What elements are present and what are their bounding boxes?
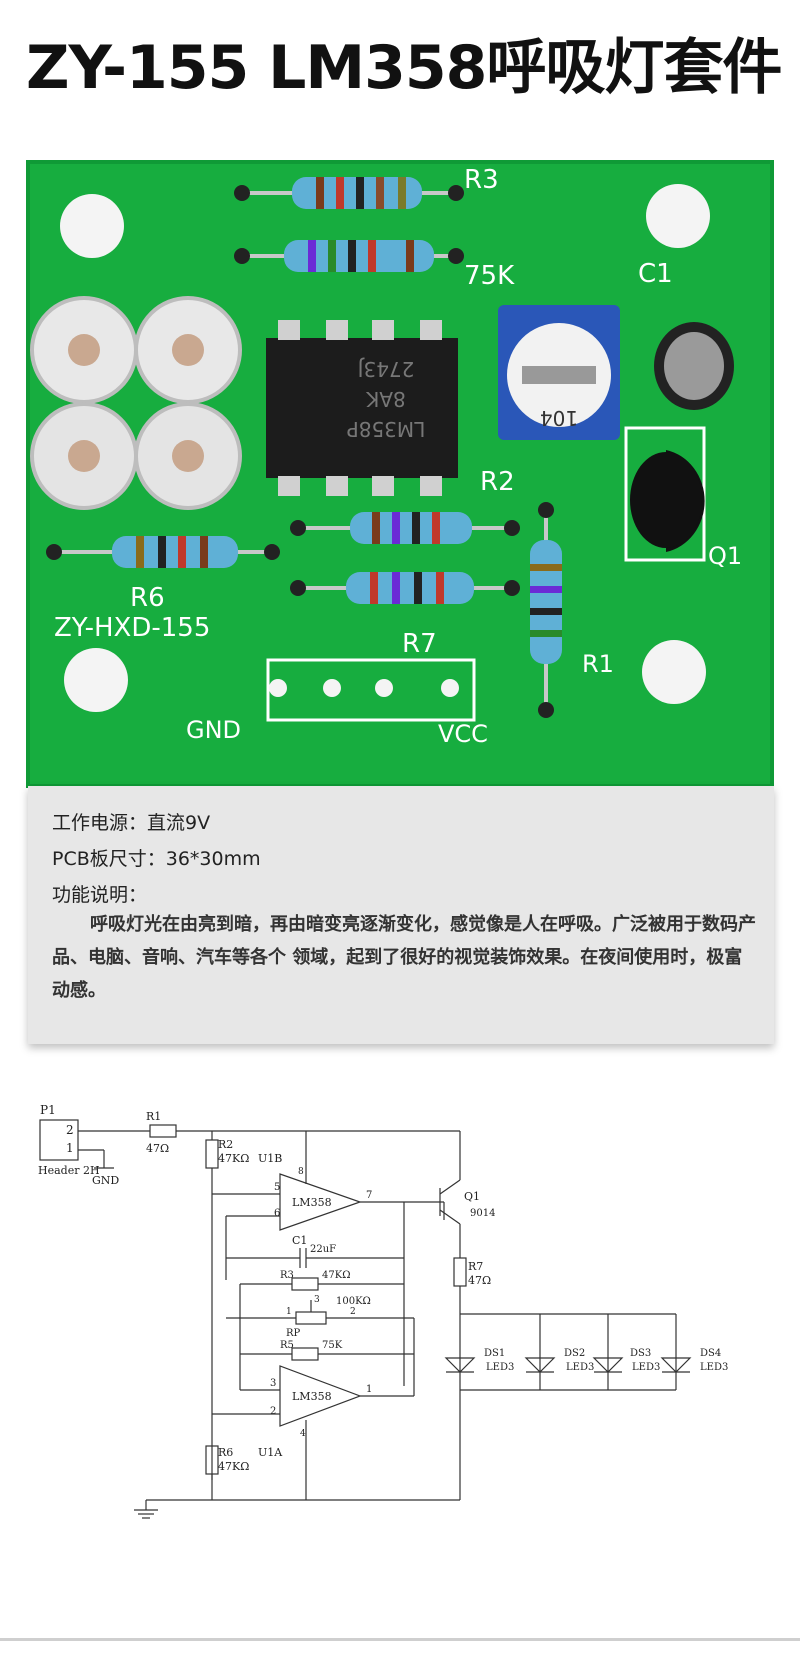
sch-r7 bbox=[453, 1257, 467, 1287]
sch-ds2: DS2 bbox=[564, 1348, 585, 1359]
sch-p1-pin2: 2 bbox=[66, 1123, 74, 1137]
resistor-r7 bbox=[298, 512, 512, 544]
sch-r3-value: 47KΩ bbox=[322, 1270, 351, 1281]
pot-code: 104 bbox=[540, 406, 578, 430]
sch-r7-label: R7 bbox=[468, 1260, 483, 1273]
resistor-r6 bbox=[54, 536, 272, 568]
sch-u1b-p7: 7 bbox=[366, 1190, 372, 1201]
pcb-label-r7: R7 bbox=[402, 629, 437, 659]
sch-u1a: U1A bbox=[258, 1446, 283, 1459]
sch-u1b-p6: 6 bbox=[274, 1208, 280, 1219]
ic-text-lm358p: LM358P bbox=[347, 417, 426, 441]
ic-text-8ak: 8AK bbox=[365, 387, 405, 411]
sch-rp-pin3: 3 bbox=[314, 1295, 320, 1305]
sch-gnd: GND bbox=[92, 1174, 119, 1187]
pcb-label-gnd: GND bbox=[186, 716, 241, 744]
sch-r2-value: 47KΩ bbox=[218, 1152, 249, 1165]
sch-led-row bbox=[444, 1314, 692, 1500]
sch-ds1: DS1 bbox=[484, 1348, 505, 1359]
sch-u1a-p3: 3 bbox=[270, 1378, 276, 1389]
sch-q1: Q1 bbox=[464, 1190, 480, 1203]
sch-rp-pin1: 1 bbox=[286, 1307, 292, 1317]
sch-u1b-name: LM358 bbox=[292, 1196, 332, 1209]
sch-r6-value: 47KΩ bbox=[218, 1460, 249, 1473]
mount-hole bbox=[64, 648, 128, 712]
pcb-label-r3: R3 bbox=[464, 165, 499, 195]
header-p1-box bbox=[39, 1119, 79, 1161]
sch-ds4-led: LED3 bbox=[700, 1362, 728, 1373]
resistor-r1 bbox=[530, 510, 562, 710]
resistor-75k bbox=[242, 240, 456, 272]
mount-hole bbox=[60, 194, 124, 258]
sch-rp-value: 100KΩ bbox=[336, 1296, 371, 1307]
sch-opamp-u1a bbox=[279, 1365, 362, 1427]
sch-r6-label: R6 bbox=[218, 1446, 233, 1459]
sch-opamp-u1b bbox=[279, 1173, 362, 1231]
sch-r1-label: R1 bbox=[146, 1110, 161, 1123]
sch-r7-value: 47Ω bbox=[468, 1274, 491, 1287]
sch-u1a-p4: 4 bbox=[300, 1429, 306, 1439]
power-spec: 工作电源：直流9V bbox=[52, 812, 211, 834]
sch-u1a-p1: 1 bbox=[366, 1384, 372, 1395]
sch-r3 bbox=[291, 1277, 319, 1291]
circuit-schematic: P1 2 1 Header 2H GND R1 47Ω R2 47KΩ U1B … bbox=[38, 1103, 728, 1519]
sch-r2-label: R2 bbox=[218, 1138, 233, 1151]
resistor-middle bbox=[298, 572, 512, 604]
sch-p1-pin1: 1 bbox=[66, 1141, 74, 1155]
sch-r2 bbox=[205, 1139, 219, 1169]
mount-hole bbox=[642, 640, 706, 704]
sch-r3-label: R3 bbox=[280, 1270, 294, 1281]
sch-rp bbox=[295, 1311, 327, 1325]
pcb-label-r2: R2 bbox=[480, 467, 515, 497]
mount-hole bbox=[646, 184, 710, 248]
sch-r5 bbox=[291, 1347, 319, 1361]
pcb-board-name: ZY-HXD-155 bbox=[54, 613, 210, 643]
sch-ds2-led: LED3 bbox=[566, 1362, 594, 1373]
capacitor-c1 bbox=[654, 322, 734, 410]
info-panel: 工作电源：直流9V PCB板尺寸：36*30mm 功能说明： 呼吸灯光在由亮到暗… bbox=[28, 786, 774, 1044]
potentiometer: 104 bbox=[498, 305, 620, 440]
sch-u1a-p2: 2 bbox=[270, 1406, 276, 1417]
sch-u1a-name: LM358 bbox=[292, 1390, 332, 1403]
sch-rp-pin2: 2 bbox=[350, 1307, 356, 1317]
sch-r5-value: 75K bbox=[322, 1340, 343, 1351]
pcb-label-c1: C1 bbox=[638, 259, 673, 289]
sch-rp-label: RP bbox=[286, 1328, 301, 1339]
pcb-label-75k: 75K bbox=[464, 261, 515, 291]
pcb-board-image: R3 75K C1 2743J 8AK LM358P 104 R2 Q1 bbox=[26, 160, 774, 788]
function-heading: 功能说明： bbox=[52, 884, 148, 906]
sch-ds3-led: LED3 bbox=[632, 1362, 660, 1373]
header-outline bbox=[266, 658, 476, 722]
sch-r1 bbox=[149, 1124, 177, 1138]
pcb-label-r1: R1 bbox=[582, 650, 614, 678]
size-spec: PCB板尺寸：36*30mm bbox=[52, 848, 261, 870]
sch-ds1-led: LED3 bbox=[486, 1362, 514, 1373]
sch-u1b-p8: 8 bbox=[298, 1167, 304, 1177]
sch-ds3: DS3 bbox=[630, 1348, 651, 1359]
sch-r5-label: R5 bbox=[280, 1340, 294, 1351]
sch-r1-value: 47Ω bbox=[146, 1142, 169, 1155]
sch-c1-value: 22uF bbox=[310, 1244, 336, 1255]
transistor-q1 bbox=[624, 426, 706, 562]
page-title: ZY-155 LM358呼吸灯套件 bbox=[26, 33, 782, 103]
pcb-label-q1: Q1 bbox=[708, 542, 742, 570]
resistor-r3 bbox=[242, 177, 456, 209]
sch-c1: C1 bbox=[292, 1234, 307, 1247]
sch-u1b-p5: 5 bbox=[274, 1182, 280, 1193]
led-cluster bbox=[30, 296, 242, 510]
sch-header: Header 2H bbox=[38, 1164, 100, 1177]
sch-u1b: U1B bbox=[258, 1152, 282, 1165]
sch-q1-value: 9014 bbox=[470, 1208, 495, 1219]
ic-lm358: 2743J 8AK LM358P bbox=[266, 320, 458, 496]
bottom-divider bbox=[0, 1638, 800, 1641]
pcb-label-vcc: VCC bbox=[438, 720, 488, 748]
sch-ds4: DS4 bbox=[700, 1348, 721, 1359]
sch-p1: P1 bbox=[40, 1103, 56, 1117]
pcb-label-r6: R6 bbox=[130, 583, 165, 613]
function-description: 呼吸灯光在由亮到暗，再由暗变亮逐渐变化，感觉像是人在呼吸。广泛被用于数码产品、电… bbox=[52, 914, 756, 1001]
ic-text-2743j: 2743J bbox=[358, 357, 415, 381]
